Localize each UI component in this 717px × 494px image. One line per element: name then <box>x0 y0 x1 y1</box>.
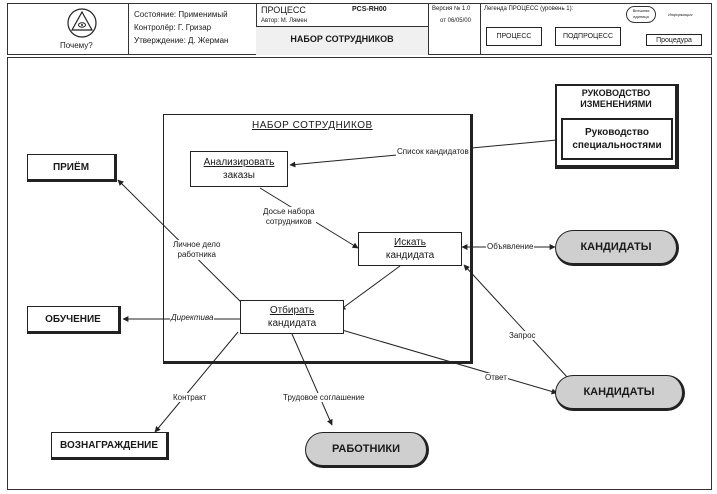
personal-file-line-1: Личное дело <box>173 240 221 249</box>
flow-label-answer: Ответ <box>484 373 508 382</box>
process-type: ПРОЦЕСС <box>261 5 306 15</box>
external-reception[interactable]: ПРИЁМ <box>27 154 117 182</box>
change-mgmt-line-2: ИЗМЕНЕНИЯМИ <box>580 99 652 109</box>
select-line-1: Отбирать <box>269 305 315 316</box>
analyze-line-1: Анализировать <box>203 157 275 168</box>
date-text: от 06/05/00 <box>440 18 471 24</box>
candidates-bottom-label: КАНДИДАТЫ <box>583 386 655 398</box>
external-candidates-bottom[interactable]: КАНДИДАТЫ <box>555 375 685 411</box>
flow-label-request: Запрос <box>508 331 537 340</box>
flow-label-candidate-list: Список кандидатов <box>396 147 470 156</box>
flow-label-labor-agreement: Трудовое соглашение <box>282 393 366 402</box>
subprocess-search-candidate[interactable]: Искать кандидата <box>358 232 462 266</box>
legend-process-box: ПРОЦЕСС <box>486 27 542 46</box>
external-training[interactable]: ОБУЧЕНИЕ <box>27 306 121 334</box>
legend-ext-oval <box>626 6 656 23</box>
main-frame <box>7 57 712 490</box>
page-title: НАБОР СОТРУДНИКОВ <box>290 34 394 44</box>
legend-process-label: ПРОЦЕСС <box>496 33 532 40</box>
specialty-line-2: специальностями <box>572 140 662 151</box>
legend-subprocess-box: ПОДПРОЦЕСС <box>555 27 621 46</box>
process-code: PCS-RH00 <box>352 6 387 13</box>
subprocess-analyze-orders[interactable]: Анализировать заказы <box>190 151 288 187</box>
legend-subprocess-label: ПОДПРОЦЕСС <box>562 33 613 40</box>
header-divider-3 <box>428 3 429 55</box>
personal-file-line-2: работника <box>177 250 216 259</box>
legend-ext-label: Внешняя единица <box>632 8 650 19</box>
external-candidates-top[interactable]: КАНДИДАТЫ <box>555 230 679 266</box>
header-divider-1 <box>128 3 129 55</box>
logo-caption: Почему? <box>60 41 93 50</box>
legend-info-label: Информация <box>668 12 693 17</box>
legend-text: Легенда ПРОЦЕСС (уровень 1): <box>484 6 574 12</box>
candidates-top-label: КАНДИДАТЫ <box>580 241 652 253</box>
header-title-strip <box>256 26 428 55</box>
training-label: ОБУЧЕНИЕ <box>45 313 101 325</box>
version-text: Версия № 1.0 <box>432 6 471 12</box>
change-management-title: РУКОВОДСТВО ИЗМЕНЕНИЯМИ <box>555 88 677 110</box>
flow-label-personal-file: Личное дело работника <box>172 240 222 260</box>
specialty-line-1: Руководство <box>584 127 649 138</box>
header-divider-4 <box>480 3 481 55</box>
flow-label-contract: Контракт <box>172 393 208 402</box>
reception-label: ПРИЁМ <box>52 161 90 173</box>
external-employees[interactable]: РАБОТНИКИ <box>305 432 429 468</box>
logo-icon <box>67 8 97 38</box>
approval-text: Утверждение: Д. Жерман <box>134 36 229 45</box>
status-text: Состояние: Применимый <box>134 10 228 19</box>
external-reward[interactable]: ВОЗНАГРАЖДЕНИЕ <box>51 432 169 460</box>
select-line-2: кандидата <box>267 318 317 329</box>
process-container-title: НАБОР СОТРУДНИКОВ <box>252 120 373 131</box>
logo <box>44 6 120 52</box>
external-specialty-management[interactable]: Руководство специальностями <box>561 118 673 160</box>
flow-label-announcement: Объявление <box>486 242 535 251</box>
flow-label-directive: Директива <box>170 313 215 322</box>
reward-label: ВОЗНАГРАЖДЕНИЕ <box>59 439 159 451</box>
dossier-line-1: Досье набора <box>263 207 315 216</box>
search-line-1: Искать <box>394 237 426 248</box>
employees-label: РАБОТНИКИ <box>332 443 400 455</box>
controller-text: Контролёр: Г. Гризар <box>134 23 212 32</box>
legend-procedure-label: Процедура <box>656 36 692 44</box>
analyze-line-2: заказы <box>223 170 255 181</box>
subprocess-select-candidate[interactable]: Отбирать кандидата <box>240 300 344 334</box>
flow-label-dossier: Досье набора сотрудников <box>262 207 316 227</box>
author-text: Автор: М. Лямен <box>261 18 308 24</box>
dossier-line-2: сотрудников <box>265 217 312 226</box>
search-line-2: кандидата <box>385 250 435 261</box>
change-mgmt-line-1: РУКОВОДСТВО <box>581 88 651 98</box>
legend-procedure-box: Процедура <box>646 34 702 46</box>
